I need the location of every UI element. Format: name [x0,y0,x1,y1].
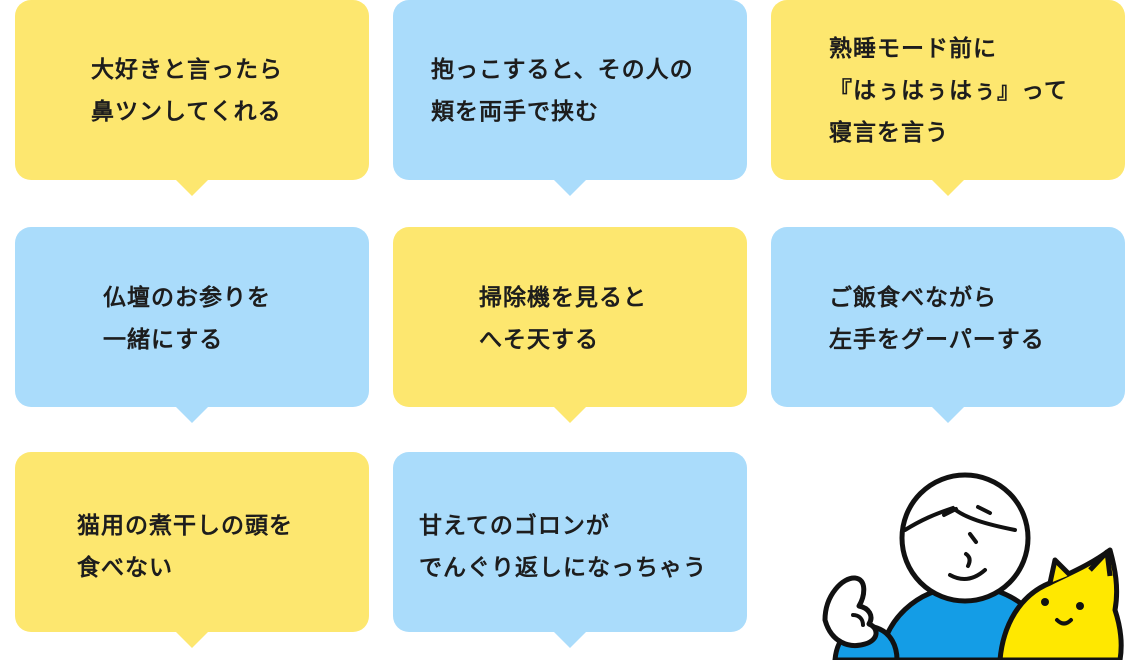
speech-bubble-1: 大好きと言ったら 鼻ツンしてくれる [15,0,369,180]
bubble-line: 一緒にする [103,327,224,353]
person-icon [822,472,1063,660]
bubble-line: 大好きと言ったら [91,57,283,83]
bubble-text: 甘えてのゴロンが でんぐり返しになっちゃう [419,505,707,589]
bubble-line: 頬を両手で挟む [431,99,599,125]
speech-bubble-6: ご飯食べながら 左手をグーパーする [771,227,1125,407]
bubble-line: 猫用の煮干しの頭を [77,513,293,539]
bubble-line: 鼻ツンしてくれる [91,99,282,125]
speech-bubble-4: 仏壇のお参りを 一緒にする [15,227,369,407]
speech-bubble-3: 熟睡モード前に 『はぅはぅはぅ』って 寝言を言う [771,0,1125,180]
bubble-line: へそ天する [479,327,599,353]
bubble-line: ご飯食べながら [829,285,997,311]
bubble-text: 熟睡モード前に 『はぅはぅはぅ』って 寝言を言う [829,28,1068,154]
bubble-text: ご飯食べながら 左手をグーパーする [829,277,1045,361]
bubble-line: 熟睡モード前に [829,36,997,62]
speech-bubble-7: 猫用の煮干しの頭を 食べない [15,452,369,632]
bubble-text: 仏壇のお参りを 一緒にする [103,277,271,361]
speech-bubble-2: 抱っこすると、その人の 頬を両手で挟む [393,0,747,180]
cat-icon [997,547,1124,660]
bubble-line: 掃除機を見ると [479,285,647,311]
bubble-text: 大好きと言ったら 鼻ツンしてくれる [91,49,283,133]
bubble-line: 寝言を言う [829,120,949,146]
bubble-text: 猫用の煮干しの頭を 食べない [77,505,293,589]
bubble-line: でんぐり返しになっちゃう [419,555,707,581]
bubble-line: 食べない [77,555,173,581]
person-and-cat-illustration [822,472,1124,660]
bubble-line: 抱っこすると、その人の [431,57,694,83]
bubble-line: 左手をグーパーする [829,327,1045,353]
bubble-line: 仏壇のお参りを [103,285,271,311]
bubble-line: 甘えてのゴロンが [419,513,610,539]
speech-bubble-5: 掃除機を見ると へそ天する [393,227,747,407]
bubble-text: 抱っこすると、その人の 頬を両手で挟む [431,49,694,133]
bubble-line: 『はぅはぅはぅ』って [829,78,1068,104]
bubble-text: 掃除機を見ると へそ天する [479,277,647,361]
speech-bubble-8: 甘えてのゴロンが でんぐり返しになっちゃう [393,452,747,632]
